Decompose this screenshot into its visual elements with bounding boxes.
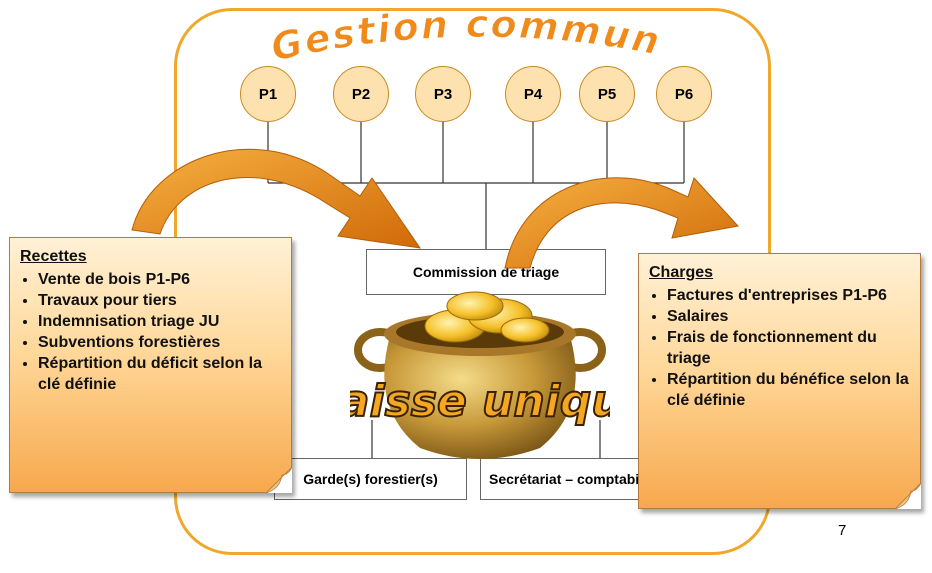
list-item: Vente de bois P1-P6 xyxy=(38,269,281,290)
partner-node-p3: P3 xyxy=(415,66,471,122)
title-graphic: Gestion commune xyxy=(270,6,663,66)
recettes-note: Recettes Vente de bois P1-P6 Travaux pou… xyxy=(9,237,292,493)
page-number: 7 xyxy=(838,522,847,539)
partner-node-p2: P2 xyxy=(333,66,389,122)
charges-note: Charges Factures d'entreprises P1-P6 Sal… xyxy=(638,253,921,509)
list-item: Factures d'entreprises P1-P6 xyxy=(667,285,910,306)
list-item: Travaux pour tiers xyxy=(38,290,281,311)
garde-forestier-box: Garde(s) forestier(s) xyxy=(274,458,467,500)
partner-label: P6 xyxy=(674,85,694,103)
secretariat-box: Secrétariat – comptabilité xyxy=(480,458,665,500)
charges-heading: Charges xyxy=(649,264,714,281)
list-item: Subventions forestières xyxy=(38,332,281,353)
charges-list: Factures d'entreprises P1-P6 Salaires Fr… xyxy=(649,285,910,411)
page-curl-icon xyxy=(266,467,292,493)
partner-node-p1: P1 xyxy=(240,66,296,122)
recettes-list: Vente de bois P1-P6 Travaux pour tiers I… xyxy=(20,269,281,395)
flow-arrow-icon xyxy=(131,148,422,249)
partner-label: P3 xyxy=(433,85,453,103)
list-item: Salaires xyxy=(667,306,910,327)
partner-node-p4: P4 xyxy=(505,66,561,122)
list-item: Répartition du déficit selon la clé défi… xyxy=(38,353,281,395)
partner-node-p6: P6 xyxy=(656,66,712,122)
list-item: Répartition du bénéfice selon la clé déf… xyxy=(667,369,910,411)
partner-label: P4 xyxy=(523,85,543,103)
recettes-heading: Recettes xyxy=(20,248,87,265)
list-item: Frais de fonctionnement du triage xyxy=(667,327,910,369)
money-pot-icon: Caisse unique xyxy=(350,291,610,459)
flow-arrow-icon xyxy=(504,177,739,269)
partner-label: P5 xyxy=(597,85,617,103)
partner-node-p5: P5 xyxy=(579,66,635,122)
secretariat-label: Secrétariat – comptabilité xyxy=(489,471,660,487)
partner-label: P1 xyxy=(258,85,278,103)
partner-label: P2 xyxy=(351,85,371,103)
list-item: Indemnisation triage JU xyxy=(38,311,281,332)
page-curl-icon xyxy=(895,483,921,509)
pot-label: Caisse unique xyxy=(350,376,610,427)
garde-forestier-label: Garde(s) forestier(s) xyxy=(303,471,438,487)
